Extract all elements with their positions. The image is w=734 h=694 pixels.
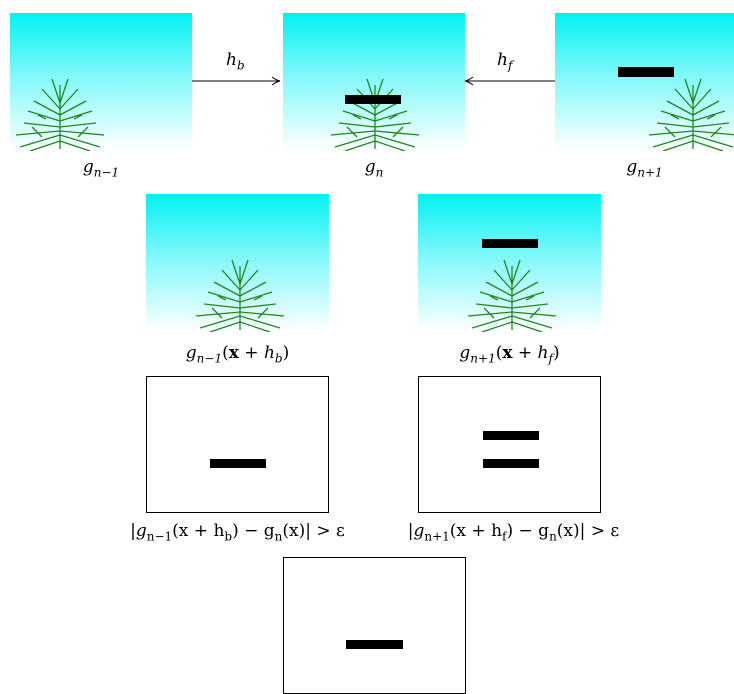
moving-object xyxy=(618,67,674,77)
label-difference-prev: |gn−1(x + hb) − gn(x)| > ε xyxy=(130,521,345,544)
difference-next xyxy=(418,376,601,513)
label-backward: hb xyxy=(226,50,245,73)
difference-region xyxy=(483,459,539,468)
moving-object xyxy=(345,95,401,104)
label-compensated-next: gn+1(x + hf) xyxy=(459,343,560,366)
label-frame-current: gn xyxy=(364,157,384,180)
label-compensated-prev: gn−1(x + hb) xyxy=(185,343,290,366)
combined-mask xyxy=(283,557,466,694)
compensated-next xyxy=(418,194,601,332)
frame-next xyxy=(555,13,734,151)
arrow-backward xyxy=(192,76,281,86)
compensated-prev xyxy=(146,194,329,332)
difference-region xyxy=(210,459,266,468)
label-frame-prev: gn−1 xyxy=(82,157,120,180)
label-difference-next: |gn+1(x + hf) − gn(x)| > ε xyxy=(407,521,620,544)
tree-icon xyxy=(195,259,285,332)
tree-icon xyxy=(648,78,734,151)
tree-icon xyxy=(467,259,557,332)
difference-prev xyxy=(146,376,329,513)
arrow-forward xyxy=(464,76,555,86)
detected-object xyxy=(346,640,403,649)
frame-prev xyxy=(10,13,192,151)
label-forward: hf xyxy=(497,50,513,73)
difference-region xyxy=(483,431,539,440)
frame-current xyxy=(283,13,465,151)
tree-icon xyxy=(15,78,105,151)
moving-object xyxy=(482,239,538,248)
label-frame-next: gn+1 xyxy=(626,157,663,180)
tree-icon xyxy=(330,78,420,151)
